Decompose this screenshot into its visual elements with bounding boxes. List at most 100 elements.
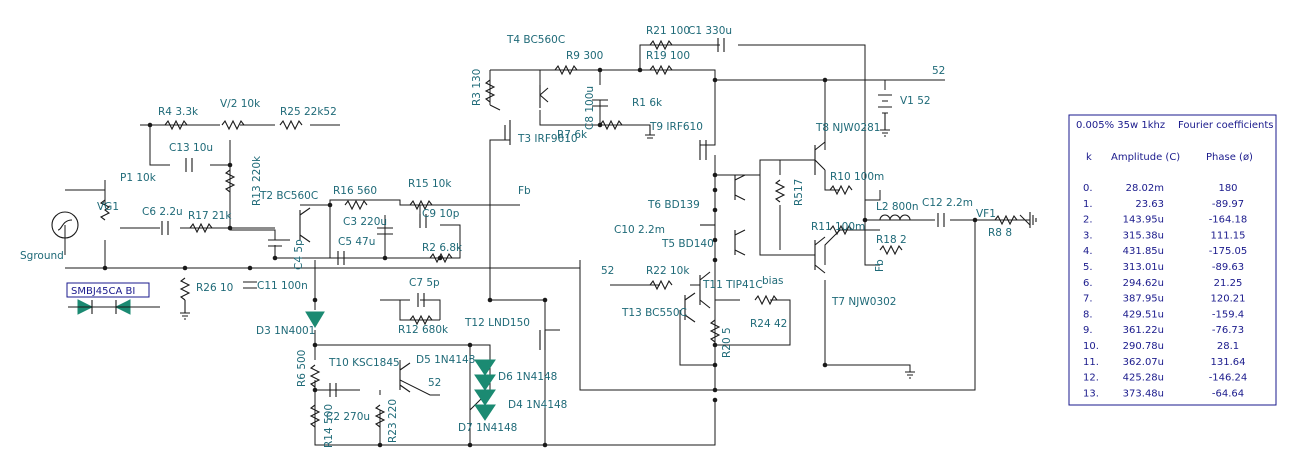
fourier-k-cell: 0.: [1083, 183, 1093, 194]
label-r11: R11 100m: [811, 221, 865, 233]
label-d5: D5 1N4148: [416, 354, 475, 366]
label-r12: R12 680k: [398, 324, 449, 336]
label-r17: R17 21k: [188, 210, 232, 222]
label-t13: T13 BC550C: [621, 307, 687, 319]
fourier-phase-cell: -76.73: [1212, 325, 1244, 336]
fourier-k-cell: 11.: [1083, 357, 1099, 368]
label-t11: T11 TIP41C: [702, 279, 763, 291]
label-r24: R24 42: [750, 318, 787, 330]
label-t5: T5 BD140: [661, 238, 714, 250]
label-t3: T3 IRF9610: [517, 133, 578, 145]
label-r517: R517: [793, 179, 805, 206]
fourier-amp-cell: 313.01u: [1123, 262, 1164, 273]
fourier-phase-cell: 111.15: [1211, 230, 1246, 241]
label-r8: R8 8: [988, 227, 1012, 239]
label-d6: D6 1N4148: [498, 371, 557, 383]
label-c7: C7 5p: [409, 277, 440, 289]
label-t12: T12 LND150: [464, 317, 530, 329]
label-c11: C11 100n: [257, 280, 308, 292]
fourier-amp-cell: 23.63: [1135, 199, 1164, 210]
label-c10: C10 2.2m: [614, 224, 665, 236]
fourier-phase-cell: -89.63: [1212, 262, 1244, 273]
fourier-phase-cell: -64.64: [1212, 388, 1244, 399]
fourier-amp-cell: 362.07u: [1123, 357, 1164, 368]
label-r4: R4 3.3k: [158, 106, 199, 118]
fourier-k-cell: 10.: [1083, 341, 1099, 352]
fourier-k-cell: 9.: [1083, 325, 1093, 336]
fourier-phase-cell: 131.64: [1211, 357, 1246, 368]
fourier-col-amplitude: Amplitude (C): [1111, 152, 1180, 163]
label-t10: T10 KSC1845: [328, 357, 400, 369]
fourier-phase-cell: -89.97: [1212, 199, 1244, 210]
fourier-k-cell: 8.: [1083, 309, 1093, 320]
label-r6: R6 500: [296, 350, 308, 387]
fourier-phase-cell: -164.18: [1209, 215, 1248, 226]
label-d4: D4 1N4148: [508, 399, 567, 411]
label-r21: R21 100: [646, 25, 690, 37]
label-vg1: VG1: [97, 201, 119, 213]
circuit-components: [51, 38, 1037, 428]
fourier-phase-cell: 21.25: [1214, 278, 1243, 289]
label-c6: C6 2.2u: [142, 206, 183, 218]
label-r14: R14 500: [323, 404, 335, 448]
fourier-amp-cell: 429.51u: [1123, 309, 1164, 320]
label-r7: R7 6k: [557, 129, 588, 141]
label-c5: C5 47u: [338, 236, 375, 248]
label-vf: VF1: [976, 208, 996, 220]
label-c9: C9 10p: [422, 208, 460, 220]
label-d3: D3 1N4001: [256, 325, 315, 337]
label-v52top: 52: [932, 65, 945, 77]
label-d7: D7 1N4148: [458, 422, 517, 434]
fourier-amp-cell: 290.78u: [1123, 341, 1164, 352]
fourier-k-cell: 6.: [1083, 278, 1093, 289]
fourier-col-k: k: [1086, 152, 1092, 163]
fourier-title-left: 0.005% 35w 1khz: [1076, 120, 1165, 131]
label-bias: bias: [762, 275, 784, 287]
label-r10: R10 100m: [830, 171, 884, 183]
label-r19: R19 100: [646, 50, 690, 62]
label-l2: L2 800n: [876, 201, 919, 213]
label-r25: R25 22k52: [280, 106, 337, 118]
label-r20: R20 5: [721, 327, 733, 358]
label-fb1: Fb: [518, 185, 531, 197]
fourier-amp-cell: 315.38u: [1123, 230, 1164, 241]
tvs-label: SMBJ45CA BI: [71, 286, 135, 297]
label-t6: T6 BD139: [647, 199, 700, 211]
label-sground: Sground: [20, 250, 64, 262]
fourier-k-cell: 2.: [1083, 215, 1093, 226]
label-fb2: Fb: [874, 259, 886, 272]
label-c1: C1 330u: [688, 25, 732, 37]
fourier-amp-cell: 425.28u: [1123, 373, 1164, 384]
label-v2: V/2 10k: [220, 98, 261, 110]
fourier-k-cell: 7.: [1083, 294, 1093, 305]
label-p1: P1 10k: [120, 172, 157, 184]
tvs-label-box: SMBJ45CA BI: [66, 282, 150, 298]
fourier-k-cell: 4.: [1083, 246, 1093, 257]
fourier-title-right: Fourier coefficients: [1178, 120, 1274, 131]
label-t7: T7 NJW0302: [831, 296, 897, 308]
label-r13: R13 220k: [251, 155, 263, 206]
fourier-amp-cell: 361.22u: [1123, 325, 1164, 336]
label-r18: R18 2: [876, 234, 907, 246]
label-c13: C13 10u: [169, 142, 213, 154]
fourier-amp-cell: 143.95u: [1123, 215, 1164, 226]
fourier-panel: 0.005% 35w 1khz Fourier coefficients k A…: [1068, 114, 1277, 406]
wire-junctions: [102, 67, 978, 448]
fourier-amp-cell: 373.48u: [1123, 388, 1164, 399]
fourier-phase-cell: 28.1: [1217, 341, 1239, 352]
diode-symbols: [68, 299, 496, 421]
label-t4: T4 BC560C: [506, 34, 565, 46]
label-r22: R22 10k: [646, 265, 690, 277]
fourier-col-phase: Phase (ø): [1206, 152, 1253, 163]
label-t8: T8 NJW0281: [815, 122, 881, 134]
label-r23: R23 220: [387, 399, 399, 443]
fourier-k-cell: 3.: [1083, 230, 1093, 241]
label-r26: R26 10: [196, 282, 233, 294]
fourier-amp-cell: 294.62u: [1123, 278, 1164, 289]
label-t9: T9 IRF610: [649, 121, 703, 133]
fourier-amp-cell: 431.85u: [1123, 246, 1164, 257]
fourier-amp-cell: 28.02m: [1126, 183, 1164, 194]
fourier-phase-cell: -146.24: [1209, 373, 1248, 384]
